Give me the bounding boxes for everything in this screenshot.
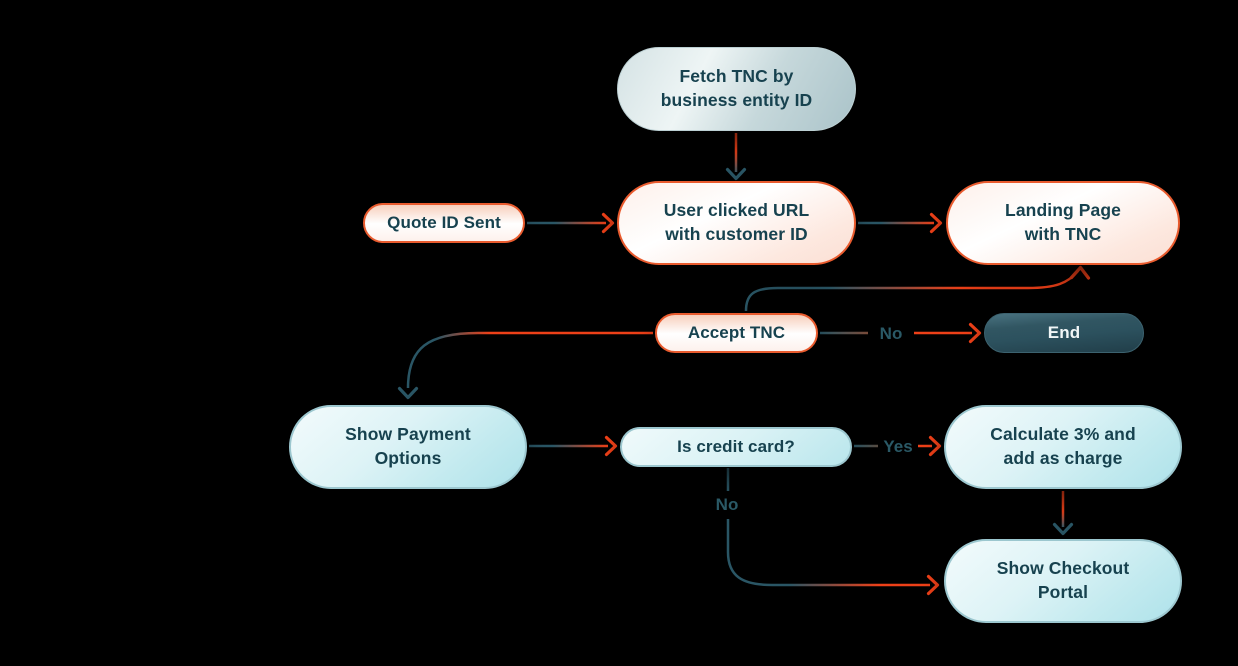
node-user-clicked-url: User clicked URL with customer ID [617,181,856,265]
arrowhead-credit-to-checkout [926,574,940,596]
arrowhead-accept-to-landing [1069,265,1091,280]
arrowhead-fetch-to-user [725,167,747,181]
node-show-payment-options: Show Payment Options [289,405,527,489]
arrowhead-credit-to-calculate [928,435,942,457]
arrowhead-quote-to-user [601,212,615,234]
node-calculate-charge: Calculate 3% and add as charge [944,405,1182,489]
arrowhead-accept-to-showpayment [397,386,419,400]
node-show-checkout-portal: Show Checkout Portal [944,539,1182,623]
node-accept-tnc: Accept TNC [655,313,818,353]
edge-accept-to-landing [744,270,1079,312]
edge-accept-to-showpayment [406,331,653,389]
edge-label-accept-no: No [879,324,903,343]
node-is-credit-card: Is credit card? [620,427,852,467]
edge-label-credit-yes: Yes [883,437,913,456]
node-fetch-tnc: Fetch TNC by business entity ID [617,47,856,131]
arrowhead-accept-to-end [968,322,982,344]
arrowhead-showpayment-to-iscredit [604,435,618,457]
arrowhead-calculate-to-checkout [1052,522,1074,536]
node-end: End [984,313,1144,353]
arrowhead-user-to-landing [929,212,943,234]
node-landing-page: Landing Page with TNC [946,181,1180,265]
edge-credit-no-segment2 [726,519,930,587]
node-quote-id-sent: Quote ID Sent [363,203,525,243]
edge-label-credit-no: No [715,495,739,514]
